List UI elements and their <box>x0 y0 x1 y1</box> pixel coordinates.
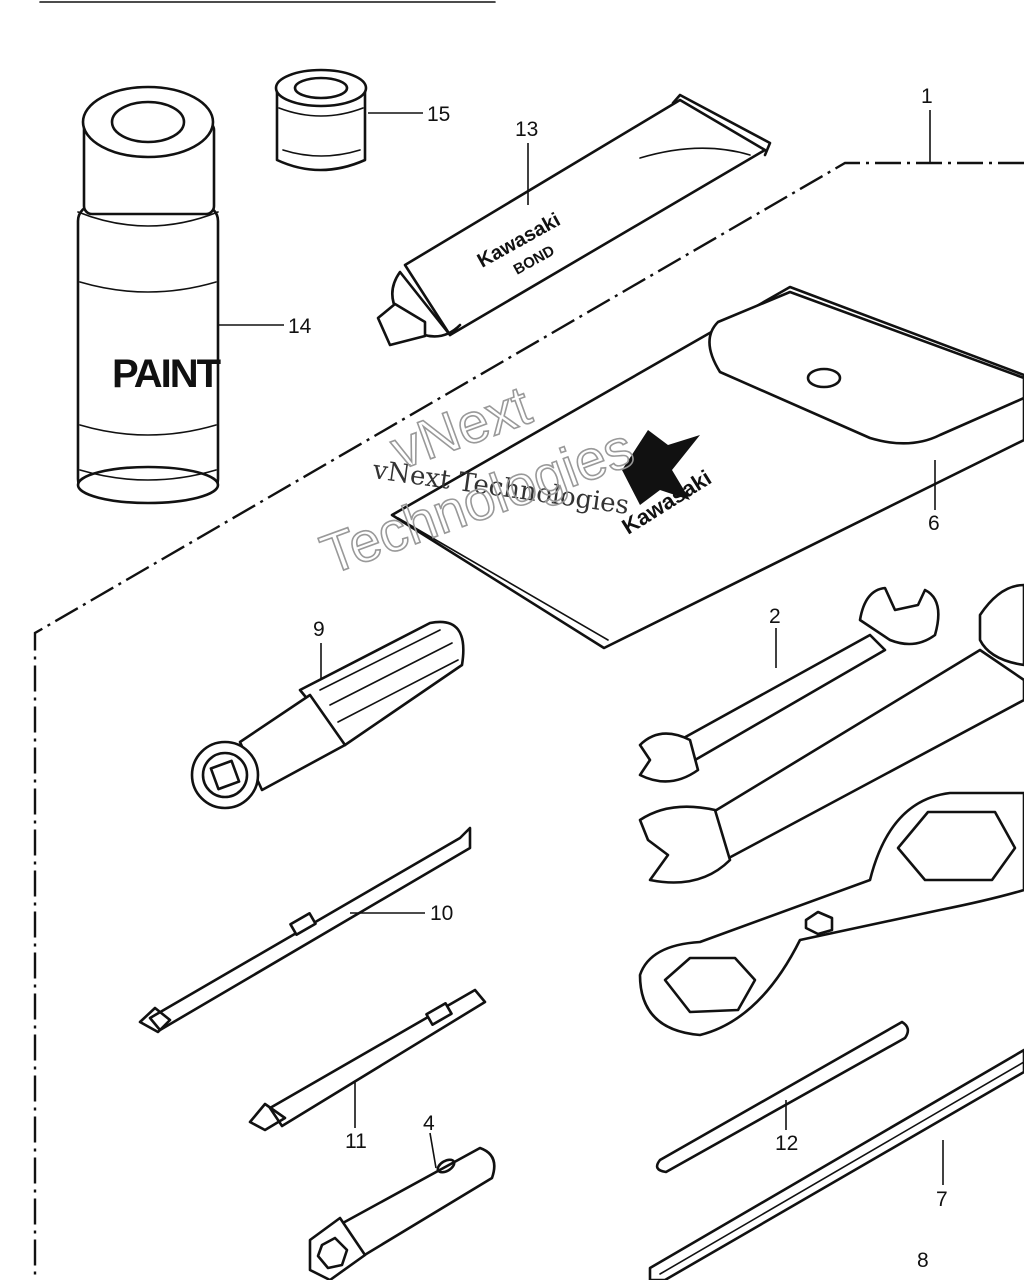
tool-pouch: Kawasaki <box>390 285 1024 650</box>
screwdriver-handle <box>190 620 465 810</box>
callout-9: 9 <box>313 618 325 641</box>
paint-label: PAINT <box>112 352 221 396</box>
callout-14: 14 <box>288 315 312 338</box>
screwdriver-bit-11 <box>248 988 487 1132</box>
callout-1: 1 <box>921 85 933 108</box>
callout-2: 2 <box>769 605 781 628</box>
callout-13: 13 <box>515 118 538 141</box>
grease-jar <box>274 68 368 172</box>
ring-spanner <box>638 791 1024 1037</box>
handle-rod-12 <box>655 1020 910 1174</box>
kit-boundary-line <box>33 161 1024 1280</box>
screwdriver-blade-10 <box>138 826 472 1034</box>
extension-bar-7 <box>648 1048 1024 1280</box>
bond-tube: Kawasaki BOND <box>376 93 772 347</box>
callout-4: 4 <box>423 1112 435 1135</box>
spark-plug-wrench <box>308 1146 496 1280</box>
open-end-wrench-2 <box>638 586 940 783</box>
callout-8: 8 <box>917 1249 929 1272</box>
spray-paint-can: PAINT <box>76 85 223 505</box>
leader-lines <box>218 110 944 1185</box>
callout-12: 12 <box>775 1132 798 1155</box>
callout-11: 11 <box>345 1130 367 1153</box>
callout-10: 10 <box>430 902 453 925</box>
callout-6: 6 <box>928 512 940 535</box>
callout-7: 7 <box>936 1188 948 1211</box>
callout-15: 15 <box>427 103 450 126</box>
open-end-wrench-large <box>638 583 1024 884</box>
callout-labels: 1 2 4 6 7 8 9 10 11 12 13 14 15 <box>288 85 948 1272</box>
